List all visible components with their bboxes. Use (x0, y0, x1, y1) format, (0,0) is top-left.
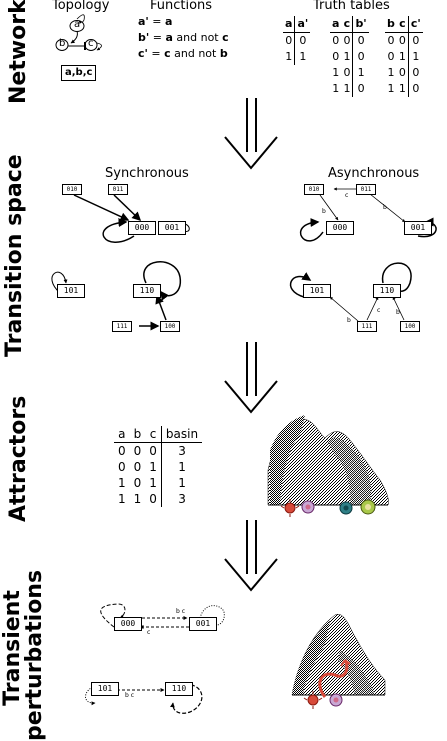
async-state-101: 101 (303, 284, 331, 298)
functions-title: Functions (150, 0, 213, 13)
truth-tables-title: Truth tables (313, 0, 390, 13)
down-arrow-1 (224, 98, 278, 170)
transient-cell-pink (329, 693, 343, 707)
sync-state-101: 101 (57, 284, 85, 298)
transient-cell-necrotic (303, 691, 323, 709)
cell-necrotic (280, 499, 300, 517)
transient-state-110: 110 (165, 682, 193, 696)
transient-state-000: 000 (114, 617, 142, 631)
topology-node-b: b (59, 38, 66, 49)
sync-state-110: 110 (133, 284, 161, 298)
cell-yellow-green (360, 499, 376, 515)
async-edge-label-b3: b (347, 317, 351, 324)
cell-pink (301, 500, 315, 514)
async-edge-label-b4: b (396, 309, 400, 316)
async-state-011: 011 (356, 184, 376, 195)
attractor-landscape (267, 415, 389, 506)
sync-state-011: 011 (108, 184, 128, 195)
transient-state-001: 001 (189, 617, 217, 631)
sync-state-111: 111 (112, 321, 132, 332)
function-b: b' = a and not c (138, 31, 229, 44)
sync-title: Synchronous (105, 166, 189, 181)
sync-state-100: 100 (160, 321, 180, 332)
async-edge-label-c2: c (377, 307, 381, 314)
async-state-110: 110 (373, 284, 401, 298)
async-state-000: 000 (326, 221, 354, 235)
topology-node-c: c (88, 38, 94, 49)
async-state-111: 111 (357, 321, 377, 332)
function-a: a' = a (138, 15, 173, 28)
sync-state-010: 010 (62, 184, 82, 195)
async-state-010: 010 (304, 184, 324, 195)
transient-landscape (291, 613, 386, 698)
down-arrow-2 (224, 342, 278, 414)
async-state-001: 001 (404, 221, 432, 235)
function-c: c' = c and not b (138, 47, 228, 60)
transient-edges (85, 603, 225, 714)
async-title: Asynchronous (328, 166, 420, 181)
async-edge-label-b2: b (383, 204, 387, 211)
cell-teal (339, 501, 353, 515)
transient-edge-label-bc1: b c (176, 608, 186, 615)
topology-title: Topology (52, 0, 110, 13)
async-state-100: 100 (400, 321, 420, 332)
transient-edge-label-c: c (147, 629, 151, 636)
transient-state-101: 101 (91, 682, 119, 696)
transient-edge-label-bc2: b c (125, 692, 135, 699)
down-arrow-3 (224, 520, 278, 592)
topology-node-a: a (74, 19, 81, 30)
sync-state-001: 001 (158, 221, 186, 235)
async-edges (289, 187, 437, 322)
async-edge-label-c1: c (345, 192, 349, 199)
sync-edges (51, 194, 190, 331)
variables-box: a,b,c (61, 65, 97, 81)
sync-state-000: 000 (128, 221, 156, 235)
async-edge-label-b1: b (322, 208, 326, 215)
topology-graph (55, 14, 102, 51)
